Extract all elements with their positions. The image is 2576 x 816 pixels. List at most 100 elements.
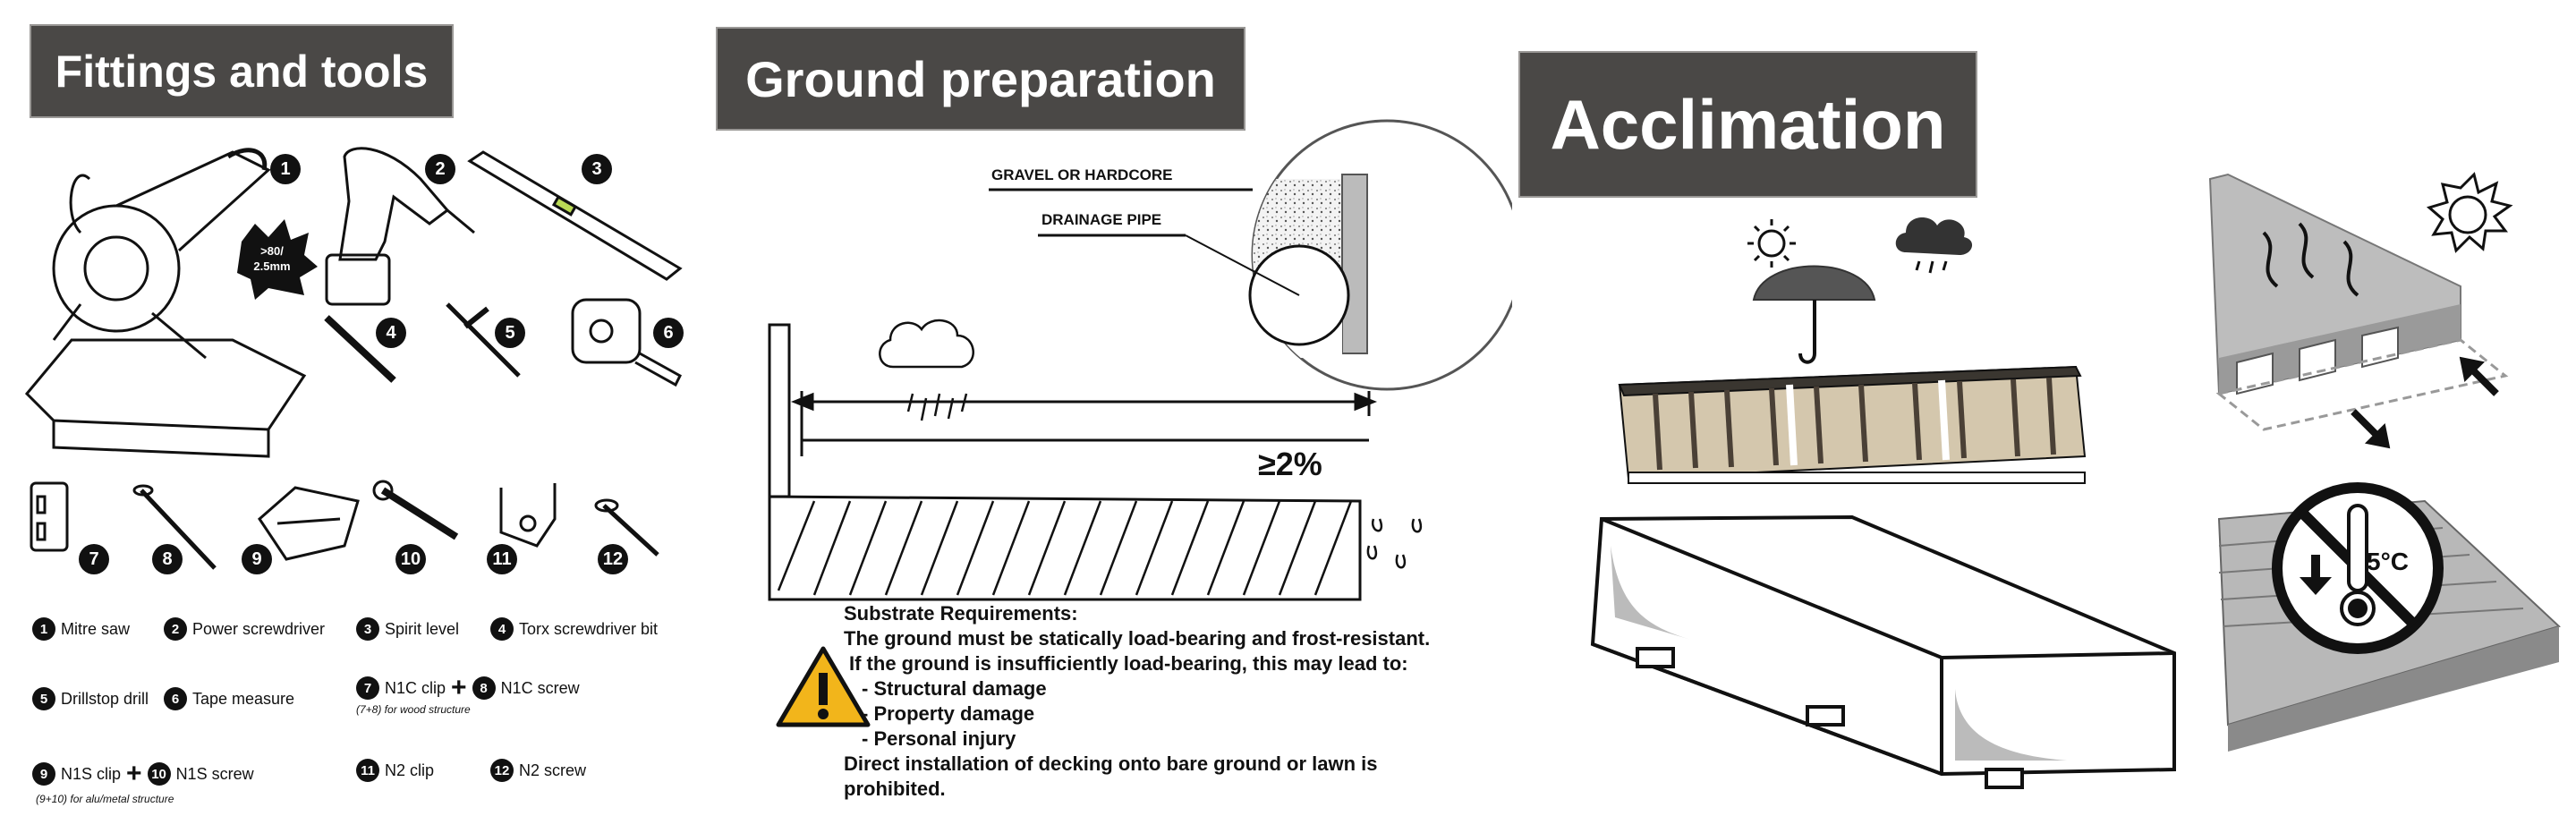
legend-item-1: 1 Mitre saw [32,617,130,641]
power-screwdriver-icon [325,147,475,306]
legend-num: 8 [472,676,496,700]
legend-label: Drillstop drill [61,689,149,708]
legend-num: 9 [32,762,55,786]
water-drops-icon [1366,518,1423,569]
n1s-clip-icon [258,486,360,561]
acclimation-illustration [1590,172,2561,789]
drainage-label: DRAINAGE PIPE [1041,211,1162,228]
substrate-line: Direct installation of decking onto bare… [844,752,1378,775]
warning-triangle-icon [776,646,871,727]
blade-badge-line1: >80/ [260,244,284,258]
gravel-label: GRAVEL OR HARDCORE [991,166,1173,183]
legend-num: 12 [490,759,514,782]
legend-label: N2 clip [385,761,435,779]
drainage-detail-magnifier [989,119,1512,391]
legend-item-6: 6 Tape measure [164,687,294,710]
legend-num: 3 [356,617,379,641]
slope-label: ≥2% [1258,446,1322,482]
legend-num: 11 [356,759,379,782]
legend-num: 7 [356,676,379,700]
n1c-clip-icon [30,481,69,552]
legend-label: N2 screw [519,761,587,779]
ground-slab-hatched [768,495,1362,601]
item-number-11: 11 [487,544,517,574]
legend-item-9-10: 9 N1S clip + 10 N1S screw [32,759,254,789]
item-number-5: 5 [495,318,525,348]
legend-item-2: 2 Power screwdriver [164,617,325,641]
arrow-down-right-icon [2351,409,2391,449]
thermometer-icon [2340,504,2376,626]
fittings-title: Fittings and tools [30,24,454,118]
ground-illustration [768,119,1512,727]
legend-num: 10 [147,762,171,786]
n1c-screw-icon [132,484,217,570]
arrow-down-icon [2300,555,2332,595]
item-number-4: 4 [376,318,406,348]
board-stack-icon [1618,365,2087,484]
legend-label: Tape measure [192,689,295,708]
substrate-line: If the ground is insufficiently load-bea… [849,652,1408,675]
fittings-tools-panel: >80/ 2.5mm [0,0,707,816]
rain-cloud-icon [1895,217,1973,274]
legend-num: 4 [490,617,514,641]
legend-label: Power screwdriver [192,619,326,638]
n2-clip-icon [499,483,557,548]
legend-label: Spirit level [385,619,460,638]
item-number-1: 1 [270,154,301,184]
legend-item-7-8: 7 N1C clip + 8 N1C screw [356,673,580,703]
cold-deck-icon [2217,482,2561,752]
tape-measure-icon [571,298,682,387]
mitre-saw-icon [24,148,307,458]
item-number-10: 10 [395,544,426,574]
rain-cloud-icon [879,319,974,421]
item-number-12: 12 [598,544,628,574]
sun-icon [1747,219,1796,268]
slope-arrows [790,391,1378,456]
legend-label: N1C clip [385,678,446,697]
legend-note-wood: (7+8) for wood structure [356,703,471,716]
legend-item-12: 12 N2 screw [490,759,586,782]
legend-label: N1S clip [61,764,122,783]
wrapped-pallet-icon [1590,514,2176,789]
legend-item-5: 5 Drillstop drill [32,687,149,710]
item-number-7: 7 [79,544,109,574]
substrate-line: prohibited. [844,778,946,800]
item-number-2: 2 [425,154,455,184]
legend-label: N1C screw [500,678,580,697]
ground-preparation-title: Ground preparation [716,27,1245,131]
n2-screw-icon [594,498,659,557]
legend-label: N1S screw [175,764,254,783]
acclimation-title: Acclimation [1518,51,1977,198]
legend-num: 1 [32,617,55,641]
legend-label: Mitre saw [61,619,131,638]
ground-preparation-panel: GRAVEL OR HARDCORE DRAINAGE PIPE ≥2% [707,0,1512,816]
substrate-requirements-text: Substrate Requirements: The ground must … [844,601,1430,802]
substrate-line: The ground must be statically load-beari… [844,627,1431,650]
legend-label: Torx screwdriver bit [519,619,659,638]
item-number-6: 6 [653,318,684,348]
acclimation-panel: 5°C [1512,0,2576,816]
blade-badge-line2: 2.5mm [253,259,290,273]
drillstop-drill-icon [446,302,521,378]
blade-badge-icon [237,219,318,300]
item-number-8: 8 [152,544,183,574]
substrate-bullet: - Personal injury [862,727,1016,750]
n1s-screw-icon [372,480,459,540]
legend-note-alu: (9+10) for alu/metal structure [36,793,174,805]
plus-sign: + [451,673,467,702]
legend-num: 2 [164,617,187,641]
legend-item-3: 3 Spirit level [356,617,459,641]
legend-item-11: 11 N2 clip [356,759,434,782]
wall-icon [768,323,791,498]
item-number-9: 9 [242,544,272,574]
legend-num: 6 [164,687,187,710]
substrate-bullet: - Structural damage [862,677,1047,700]
item-number-3: 3 [582,154,612,184]
arrow-up-left-icon [2459,356,2499,396]
plus-sign: + [126,759,142,788]
spirit-level-icon [467,150,683,281]
substrate-heading: Substrate Requirements: [844,602,1078,625]
legend-num: 5 [32,687,55,710]
temperature-label: 5°C [2367,548,2409,575]
heat-deck-icon [2208,173,2509,431]
